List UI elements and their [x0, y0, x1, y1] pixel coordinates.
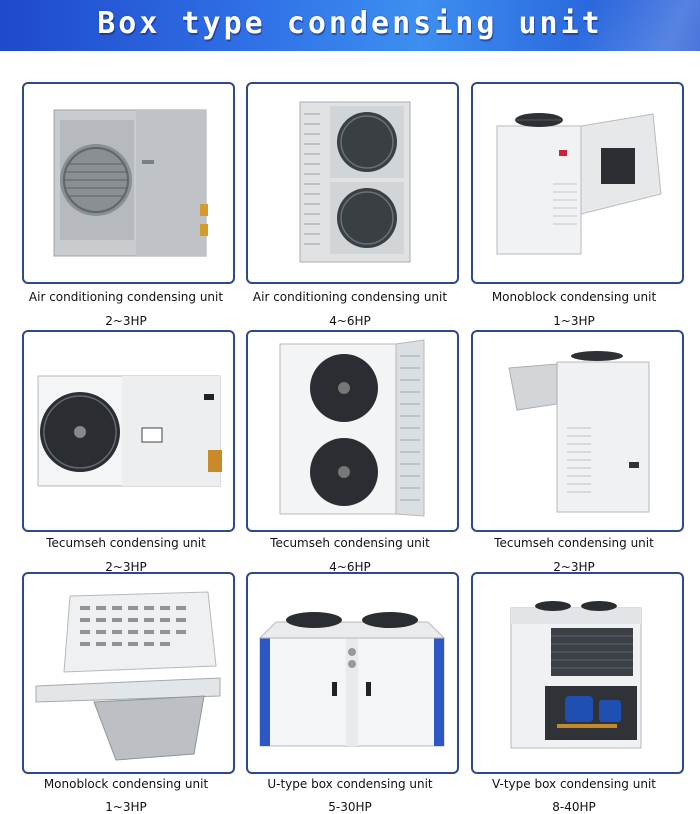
product-power: 1~3HP [105, 800, 147, 814]
product-power: 4~6HP [329, 560, 371, 574]
product-power: 2~3HP [553, 560, 595, 574]
product-name: Tecumseh condensing unit [46, 536, 206, 550]
product-card-tecumseh-4-6hp[interactable] [246, 330, 459, 532]
product-power: 2~3HP [105, 314, 147, 328]
product-card-air-conditioning-4-6hp[interactable] [246, 82, 459, 284]
product-name: Air conditioning condensing unit [28, 290, 224, 304]
product-image [510, 601, 642, 749]
product-card-tecumseh-2-3hp[interactable] [22, 330, 235, 532]
product-name: Monoblock condensing unit [491, 290, 657, 304]
product-card-tecumseh-2-3hp-monoblock[interactable] [471, 330, 684, 532]
product-image [35, 591, 221, 761]
product-card-u-type-5-30hp[interactable] [246, 572, 459, 774]
product-power: 5-30HP [328, 800, 372, 814]
product-card-monoblock-1-3hp[interactable] [471, 82, 684, 284]
product-name: Air conditioning condensing unit [252, 290, 448, 304]
product-name: Monoblock condensing unit [43, 777, 209, 791]
product-name: Tecumseh condensing unit [270, 536, 430, 550]
product-image [299, 101, 411, 263]
product-power: 2~3HP [105, 560, 147, 574]
product-image [258, 612, 446, 747]
product-power: 8-40HP [552, 800, 596, 814]
product-image [53, 109, 208, 257]
product-name: U-type box condensing unit [267, 777, 433, 791]
product-image [496, 113, 662, 255]
product-name: V-type box condensing unit [492, 777, 656, 791]
title-banner: Box type condensing unit [0, 0, 700, 51]
product-image [279, 339, 425, 517]
product-power: 1~3HP [553, 314, 595, 328]
product-card-v-type-8-40hp[interactable] [471, 572, 684, 774]
product-image [37, 375, 222, 487]
product-card-air-conditioning-2-3hp[interactable] [22, 82, 235, 284]
product-name: Tecumseh condensing unit [494, 536, 654, 550]
product-power: 4~6HP [329, 314, 371, 328]
product-image [508, 351, 650, 513]
page-title: Box type condensing unit [97, 6, 603, 41]
product-card-monoblock-1-3hp-ceiling[interactable] [22, 572, 235, 774]
